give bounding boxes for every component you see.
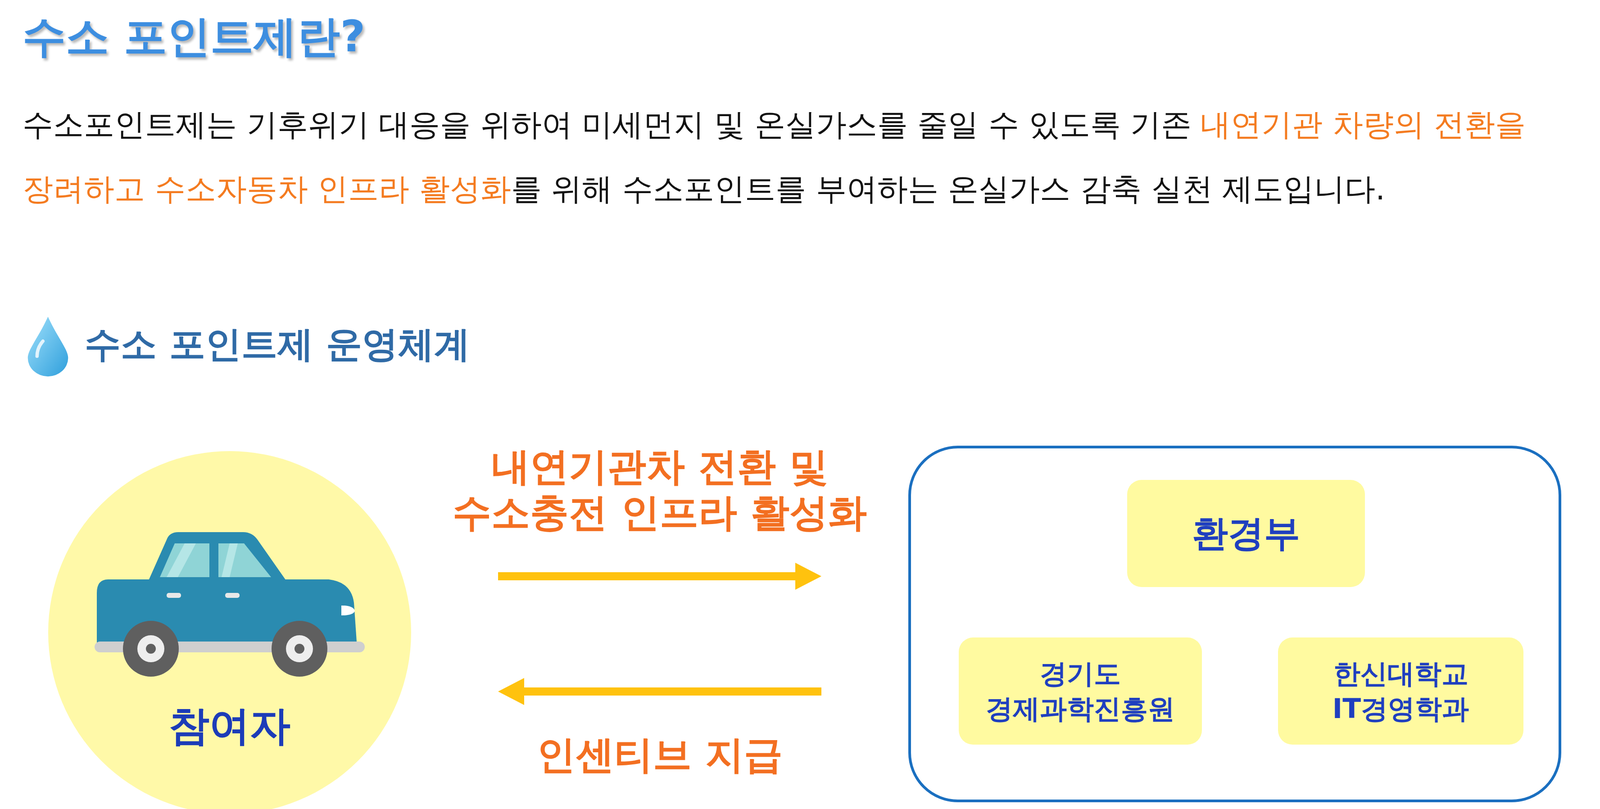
- intro-paragraph: 수소포인트제는 기후위기 대응을 위하여 미세먼지 및 온실가스를 줄일 수 있…: [22, 92, 1581, 222]
- participant-circle: 참여자: [48, 451, 412, 809]
- organization-box: 환경부: [1127, 480, 1365, 588]
- arrow-shaft: [498, 572, 798, 581]
- flow-arrow: [498, 678, 822, 706]
- section-heading: 수소 포인트제 운영체계: [84, 320, 471, 370]
- organization-box: 한신대학교 IT경영학과: [1278, 637, 1524, 745]
- organization-name: 경기도 경제과학진흥원: [971, 656, 1190, 727]
- car-illustration: [94, 525, 365, 679]
- arrow-head: [795, 562, 822, 590]
- organization-box: 경기도 경제과학진흥원: [958, 637, 1202, 745]
- participant-label: 참여자: [48, 698, 412, 754]
- arrow-shaft: [522, 687, 822, 696]
- intro-text: 를 위해 수소포인트를 부여하는 온실가스 감축 실천 제도입니다.: [511, 171, 1386, 207]
- flow-label: 내연기관차 전환 및 수소충전 인프라 활성화: [439, 443, 881, 536]
- organization-name: 한신대학교 IT경영학과: [1290, 656, 1511, 727]
- flow-arrow: [498, 562, 822, 590]
- organization-frame: 환경부경기도 경제과학진흥원 한신대학교 IT경영학과: [908, 445, 1562, 803]
- arrow-head: [498, 678, 525, 706]
- organization-name: 환경부: [1192, 510, 1301, 558]
- water-drop-icon: [22, 314, 74, 378]
- page-title: 수소 포인트제란?: [22, 8, 366, 67]
- intro-text: 수소포인트제는 기후위기 대응을 위하여 미세먼지 및 온실가스를 줄일 수 있…: [22, 106, 1192, 143]
- flow-label: 인센티브 지급: [536, 731, 783, 778]
